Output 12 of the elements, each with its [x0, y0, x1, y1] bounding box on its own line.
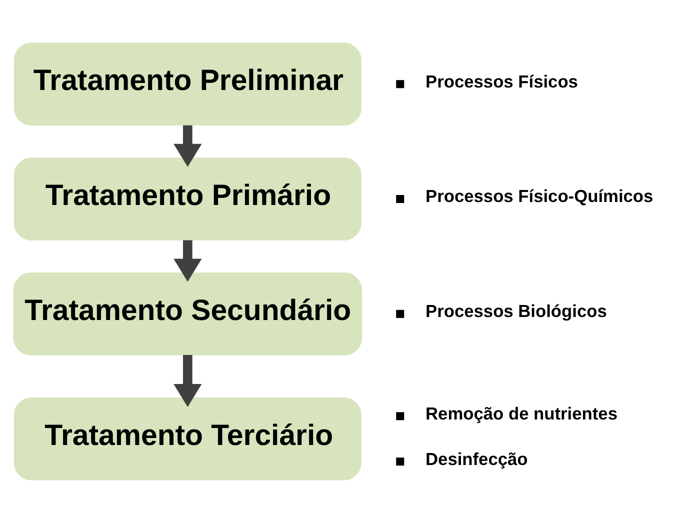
node-label: Desinfecção	[426, 448, 528, 468]
node-label: Remoção de nutrientes	[426, 402, 618, 423]
node-label: Processos Biológicos	[426, 300, 607, 321]
node-box: Tratamento Secundário	[13, 272, 362, 355]
node-label: Processos Físicos	[426, 70, 578, 91]
node-box: Tratamento Terciário	[14, 396, 362, 480]
arrow	[174, 240, 202, 282]
node-label: Processos Físico-Químicos	[426, 186, 654, 206]
arrow	[174, 354, 202, 406]
arrow	[174, 124, 202, 166]
node-box: Tratamento Primário	[14, 157, 362, 240]
node-box: Tratamento Preliminar	[14, 42, 362, 126]
